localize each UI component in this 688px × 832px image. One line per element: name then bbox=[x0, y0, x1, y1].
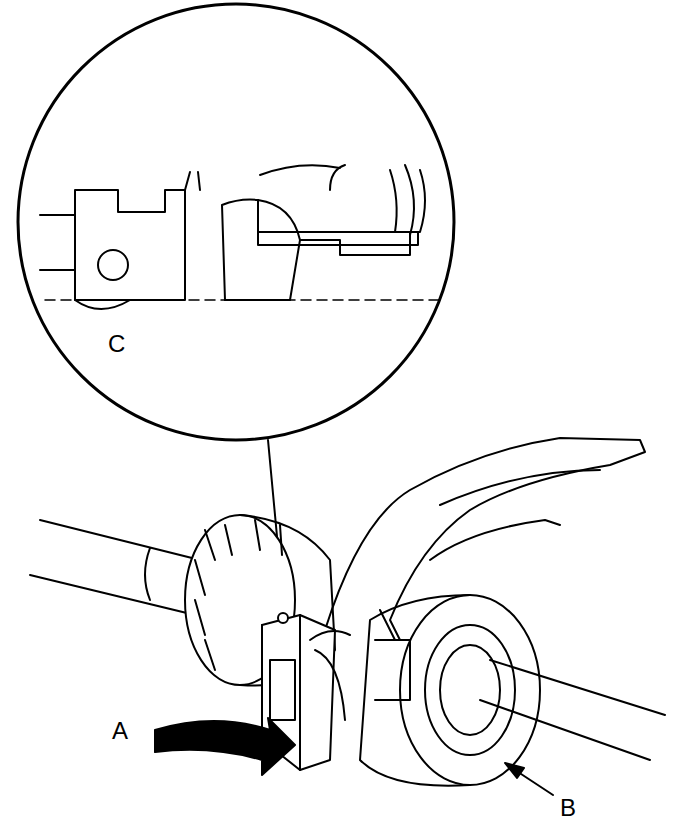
detail-circle bbox=[18, 4, 454, 440]
cable bbox=[30, 520, 200, 615]
cable bbox=[480, 660, 665, 760]
bracket-nut bbox=[360, 595, 540, 786]
callout-letter: C bbox=[108, 332, 125, 356]
callout-letter: A bbox=[112, 719, 128, 743]
bracket-edge bbox=[430, 470, 600, 560]
detail-view bbox=[40, 165, 440, 309]
callout-letter: B bbox=[560, 796, 576, 820]
cable-sleeve bbox=[145, 548, 150, 600]
rotation-arrow bbox=[155, 718, 295, 775]
arrowhead bbox=[505, 763, 524, 778]
